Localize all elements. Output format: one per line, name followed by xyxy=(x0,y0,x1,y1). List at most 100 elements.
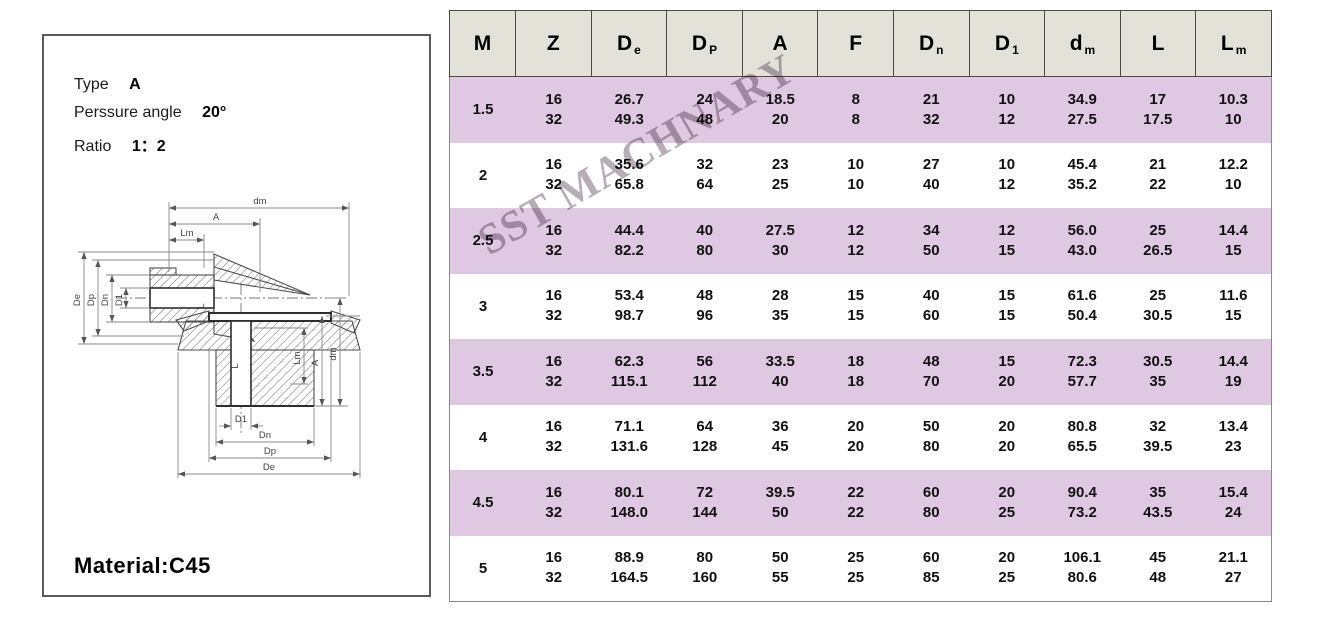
dim-label-de-bottom: De xyxy=(263,462,275,473)
dim-label-de-left: De xyxy=(72,294,83,306)
dim-label-a-right: A xyxy=(310,359,321,366)
pinion-bore xyxy=(149,287,215,309)
spec-type: Type A xyxy=(74,76,226,94)
dim-label-dp-bottom: Dp xyxy=(264,446,276,457)
module-cell: 3.5 xyxy=(472,363,494,381)
spec-ratio: Ratio 1：2 xyxy=(74,132,226,156)
module-cell: 4 xyxy=(478,428,488,446)
dim-label-d1-bottom: D1 xyxy=(235,414,247,425)
column-header-a: A xyxy=(743,11,819,76)
column-header-m: M xyxy=(450,11,516,76)
dim-label-a-top: A xyxy=(213,212,220,223)
gear-top-face xyxy=(208,312,332,322)
module-cell: 4.5 xyxy=(472,494,494,512)
spec-ratio-value: 1：2 xyxy=(131,138,166,155)
module-cell: 2.5 xyxy=(472,232,494,250)
column-header-f: F xyxy=(818,11,894,76)
spec-pressure-angle: Perssure angle 20° xyxy=(74,104,226,122)
gear-upper-body xyxy=(177,320,361,351)
dim-label-lm-top: Lm xyxy=(180,228,193,239)
bevel-gear-drawing: L L dm A Lm De xyxy=(72,196,361,478)
dim-label-dn-bottom: Dn xyxy=(259,430,271,441)
spec-ratio-label: Ratio xyxy=(74,138,112,155)
material-label: Material:C45 xyxy=(74,553,211,578)
spec-type-value: A xyxy=(129,76,141,93)
pinion-pitch-line xyxy=(213,266,311,296)
module-cell: 5 xyxy=(478,559,488,577)
dim-label-dm-top: dm xyxy=(253,196,266,207)
dim-label-dp-left: Dp xyxy=(86,294,97,306)
column-header-l: L xyxy=(1121,11,1197,76)
pinion-bore-length-label: L xyxy=(196,303,207,308)
spec-pressure-angle-value: 20° xyxy=(202,104,227,121)
module-cell: 1.5 xyxy=(472,101,494,119)
